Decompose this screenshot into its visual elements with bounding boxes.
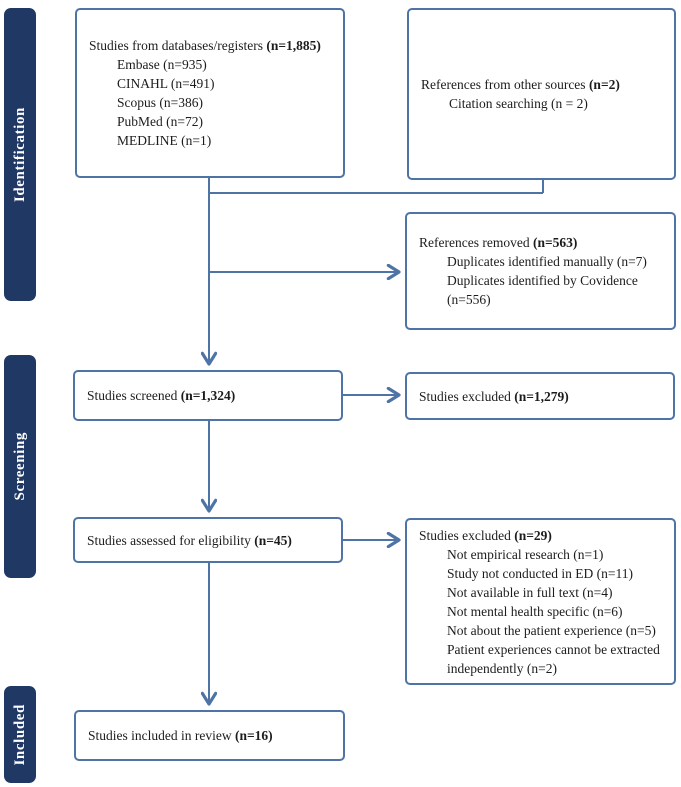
box-title-text: References removed <box>419 235 533 250</box>
box-studies-excluded-eligibility: Studies excluded (n=29) Not empirical re… <box>405 518 676 685</box>
box-references-removed: References removed (n=563) Duplicates id… <box>405 212 676 330</box>
box-subitem: Not empirical research (n=1) <box>447 546 604 562</box>
box-subitem: Study not conducted in ED (n=11) <box>447 565 633 581</box>
box-subitem: CINAHL (n=491) <box>117 76 215 91</box>
box-title-count: (n=1,324) <box>180 388 236 403</box>
box-title-count: (n=16) <box>234 728 273 743</box>
box-studies-from-databases: Studies from databases/registers (n=1,88… <box>75 8 345 178</box>
stage-label-identification: Identification <box>11 106 28 203</box>
box-title: References from other sources (n=2) <box>421 75 666 94</box>
box-title-text: Studies included in review <box>88 728 235 743</box>
box-studies-assessed-eligibility: Studies assessed for eligibility (n=45) <box>73 517 343 563</box>
box-title: Studies assessed for eligibility (n=45) <box>87 531 333 550</box>
box-title: Studies from databases/registers (n=1,88… <box>89 36 335 55</box>
box-subitem: Not mental health specific (n=6) <box>447 603 623 619</box>
box-subitem: Citation searching (n = 2) <box>449 96 588 111</box>
box-subitem: Duplicates identified by Covidence (n=55… <box>447 273 638 307</box>
box-title-text: Studies from databases/registers <box>89 38 267 53</box>
box-title: References removed (n=563) <box>419 233 666 252</box>
box-studies-included: Studies included in review (n=16) <box>74 710 345 761</box>
box-title-count: (n=29) <box>514 527 552 543</box>
box-title-text: References from other sources <box>421 77 589 92</box>
box-title: Studies screened (n=1,324) <box>87 386 333 405</box>
box-title: Studies excluded (n=29) <box>419 526 666 545</box>
box-subitem: Embase (n=935) <box>117 57 207 72</box>
box-title-text: Studies excluded <box>419 527 515 543</box>
box-subitem: PubMed (n=72) <box>117 114 203 129</box>
stage-bar-screening: Screening <box>4 355 36 578</box>
box-subitem: Scopus (n=386) <box>117 95 203 110</box>
box-references-other-sources: References from other sources (n=2) Cita… <box>407 8 676 180</box>
box-title-count: (n=1,279) <box>514 388 569 404</box>
stage-bar-included: Included <box>4 686 36 783</box>
box-title-count: (n=45) <box>254 532 292 548</box>
box-title: Studies included in review (n=16) <box>88 726 335 745</box>
box-title-count: (n=1,885) <box>266 38 321 53</box>
box-studies-excluded-screening: Studies excluded (n=1,279) <box>405 372 675 420</box>
box-subitem: Duplicates identified manually (n=7) <box>447 254 647 269</box>
box-subitem: MEDLINE (n=1) <box>117 133 212 148</box>
box-title-count: (n=2) <box>588 77 620 92</box>
box-title: Studies excluded (n=1,279) <box>419 387 665 406</box>
box-studies-screened: Studies screened (n=1,324) <box>73 370 343 421</box>
box-title-text: Studies excluded <box>419 388 515 404</box>
box-title-count: (n=563) <box>532 235 578 250</box>
stage-label-included: Included <box>11 703 28 766</box>
stage-bar-identification: Identification <box>4 8 36 301</box>
box-subitem: Patient experiences cannot be extracted … <box>447 641 660 676</box>
box-subitem: Not available in full text (n=4) <box>447 584 613 600</box>
box-subitem: Not about the patient experience (n=5) <box>447 622 656 638</box>
box-title-text: Studies assessed for eligibility <box>87 532 255 548</box>
box-title-text: Studies screened <box>87 388 181 403</box>
stage-label-screening: Screening <box>11 432 28 501</box>
